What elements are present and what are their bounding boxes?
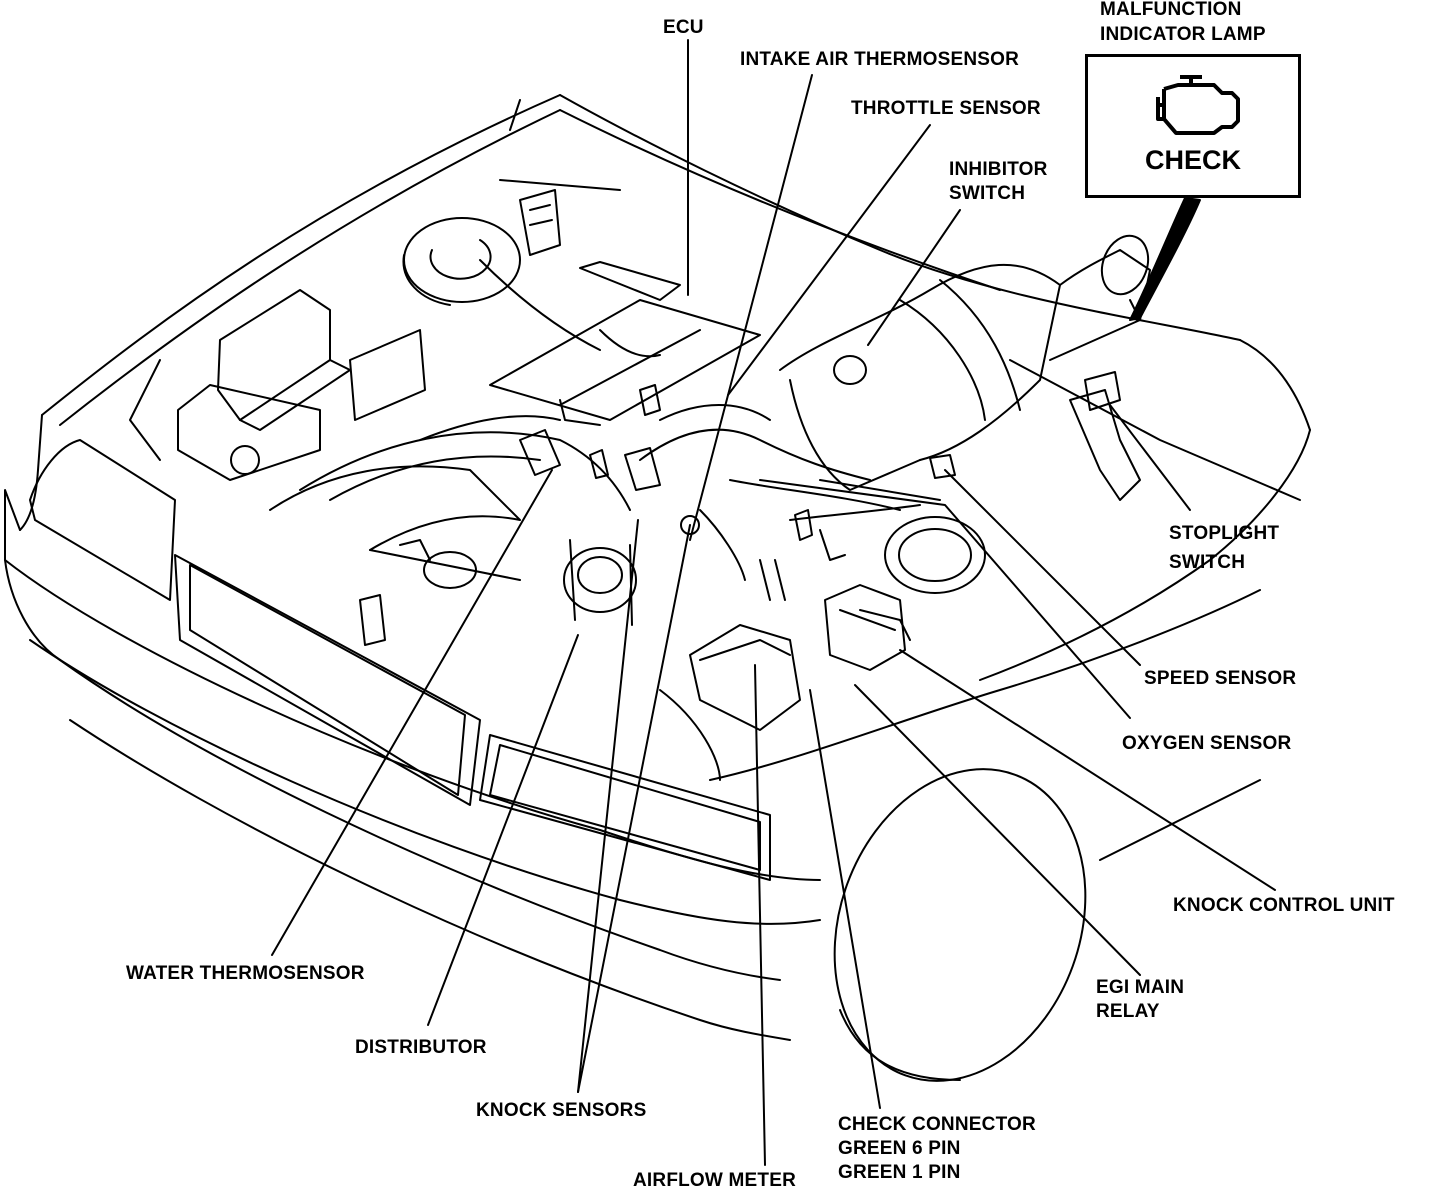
label-distributor: DISTRIBUTOR bbox=[355, 1037, 487, 1058]
leader-inhibitor bbox=[867, 209, 961, 346]
label-knock-sensors: KNOCK SENSORS bbox=[476, 1100, 647, 1121]
leader-lines bbox=[271, 39, 1276, 1166]
label-egi-line1: EGI MAIN bbox=[1096, 977, 1185, 998]
label-intake-air-thermosensor: INTAKE AIR THERMOSENSOR bbox=[740, 49, 1020, 70]
malfunction-indicator-lamp-panel: CHECK bbox=[1085, 54, 1301, 198]
label-ecu: ECU bbox=[663, 17, 704, 38]
label-mil-line2: INDICATOR LAMP bbox=[1100, 24, 1266, 45]
label-egi-line2: RELAY bbox=[1096, 1001, 1160, 1022]
leader-intake-air bbox=[689, 74, 813, 541]
label-stoplight-line1: STOPLIGHT bbox=[1169, 523, 1280, 544]
leader-knock-sensor-2 bbox=[577, 524, 691, 1093]
label-knock-control-unit: KNOCK CONTROL UNIT bbox=[1173, 895, 1395, 916]
leader-knock-control bbox=[899, 649, 1276, 891]
leader-oxygen bbox=[759, 479, 1131, 719]
label-inhibitor-line1: INHIBITOR bbox=[949, 159, 1048, 180]
label-airflow-meter: AIRFLOW METER bbox=[633, 1170, 797, 1191]
label-check-connector-line3: GREEN 1 PIN bbox=[838, 1162, 961, 1183]
label-check-connector-line2: GREEN 6 PIN bbox=[838, 1138, 961, 1159]
leader-distributor bbox=[427, 634, 579, 1026]
label-water-thermosensor: WATER THERMOSENSOR bbox=[126, 963, 365, 984]
leader-mil bbox=[1129, 197, 1201, 321]
leader-knock-sensor-1 bbox=[577, 519, 639, 1093]
leader-egi-relay bbox=[854, 684, 1141, 976]
label-inhibitor-line2: SWITCH bbox=[949, 183, 1026, 204]
leader-check-connector bbox=[809, 689, 881, 1109]
engine-components bbox=[177, 99, 1301, 781]
label-speed-sensor: SPEED SENSOR bbox=[1144, 668, 1297, 689]
label-check-connector-line1: CHECK CONNECTOR bbox=[838, 1114, 1036, 1135]
mil-check-text: CHECK bbox=[1144, 145, 1241, 175]
label-throttle-sensor: THROTTLE SENSOR bbox=[851, 98, 1041, 119]
leader-throttle bbox=[727, 124, 931, 396]
leader-water bbox=[271, 469, 553, 956]
label-oxygen-sensor: OXYGEN SENSOR bbox=[1122, 733, 1292, 754]
leader-airflow bbox=[754, 664, 766, 1166]
label-stoplight-line2: SWITCH bbox=[1169, 552, 1246, 573]
engine-icon bbox=[1156, 75, 1240, 135]
leader-speed bbox=[944, 469, 1141, 666]
label-mil-line1: MALFUNCTION bbox=[1100, 0, 1242, 20]
leader-stoplight bbox=[1109, 404, 1191, 511]
